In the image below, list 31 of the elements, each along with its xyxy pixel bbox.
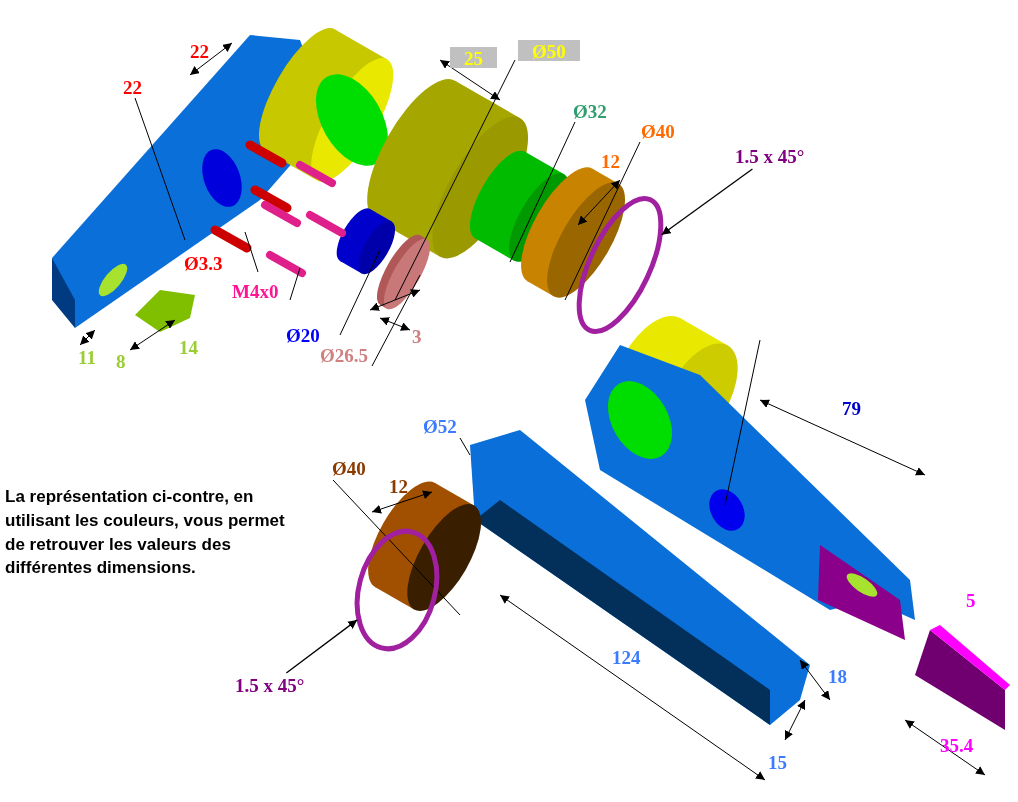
- diameter-label: Ø40: [641, 122, 675, 141]
- diameter-label: Ø20: [286, 326, 320, 345]
- diameter-label: Ø26.5: [320, 346, 369, 365]
- diameter-label: Ø50: [518, 40, 580, 61]
- ring: [576, 196, 664, 334]
- dimension-label: 8: [116, 352, 126, 371]
- dimension-label: 22: [123, 78, 142, 97]
- dimension-label: 3: [412, 327, 422, 346]
- diameter-label: Ø52: [423, 417, 457, 436]
- dimension-label: 12: [389, 477, 408, 496]
- diameter-label: Ø40: [332, 459, 366, 478]
- dimension-label: 12: [601, 152, 620, 171]
- chamfer-label: 1.5 x 45°: [235, 676, 305, 695]
- description-text: La représentation ci-contre, en utilisant les couleurs, vous permet de retrouver les valeurs des différentes dimensions.: [5, 486, 286, 580]
- dimension-label: 15: [768, 753, 787, 772]
- dimension-label: 22: [190, 42, 209, 61]
- ring: [354, 528, 440, 652]
- dimension-label: 11: [78, 348, 96, 367]
- dimension-label: 14: [179, 338, 198, 357]
- dimension-label: 18: [828, 667, 847, 686]
- dimension-label: M4x0: [232, 282, 279, 301]
- dimension-label: 35.4: [940, 736, 974, 755]
- dimension-label: 25: [450, 47, 497, 68]
- leader-line: [660, 168, 754, 236]
- chamfer-label: 1.5 x 45°: [735, 147, 805, 166]
- diameter-label: Ø32: [573, 102, 607, 121]
- dimension-label: 79: [842, 399, 861, 418]
- dimension-label: 124: [612, 648, 641, 667]
- diameter-label: Ø3.3: [184, 254, 223, 273]
- dimension-label: 5: [966, 591, 976, 610]
- leader-line: [285, 619, 358, 674]
